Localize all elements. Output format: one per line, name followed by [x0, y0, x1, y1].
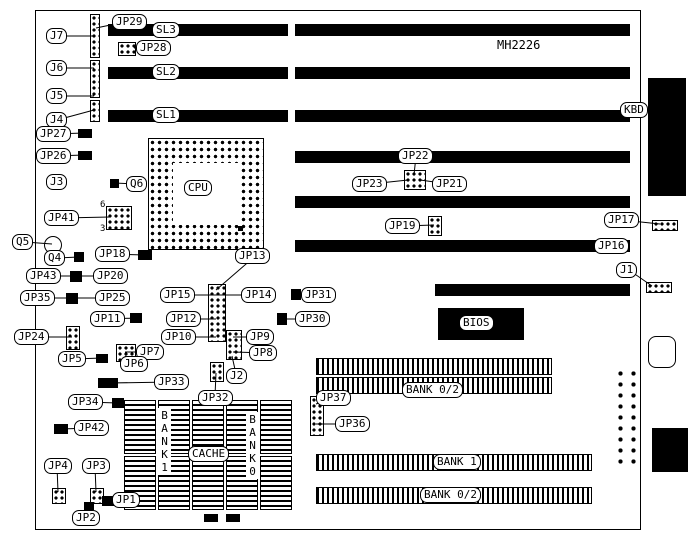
simm-socket-1 [316, 358, 552, 375]
jumper-block-8 [106, 206, 132, 230]
label-jp43: JP43 [26, 268, 61, 284]
label-q4: Q4 [44, 250, 66, 266]
jumper-block-24 [646, 282, 672, 293]
label-jp26: JP26 [36, 148, 71, 164]
label-cache: CACHE [188, 446, 230, 462]
cache-chip-8 [192, 456, 224, 510]
label-jp15: JP15 [160, 287, 195, 303]
label-jp31: JP31 [301, 287, 336, 303]
label-j3: J3 [46, 174, 68, 190]
jumper-block-22 [428, 216, 442, 236]
label-bank-1: BANK 1 [433, 454, 481, 470]
text-bank1-chips: BANK1 [158, 408, 171, 475]
expansion-slot-10 [435, 284, 630, 296]
label-jp35: JP35 [20, 290, 55, 306]
cache-chip-9 [226, 456, 258, 510]
label-jp10: JP10 [161, 329, 196, 345]
jumper-block-35 [226, 514, 240, 522]
jumper-block-14 [66, 326, 80, 350]
jumper-block-32 [102, 496, 114, 506]
label-kbd: KBD [620, 102, 648, 118]
label-jp4: JP4 [44, 458, 72, 474]
label-jp23: JP23 [352, 176, 387, 192]
label-jp14: JP14 [241, 287, 276, 303]
jumper-block-23 [652, 220, 678, 231]
label-jp28: JP28 [136, 40, 171, 56]
jumper-block-26 [210, 362, 224, 382]
label-jp25: JP25 [95, 290, 130, 306]
label-j1: J1 [616, 262, 638, 278]
label-jp34: JP34 [68, 394, 103, 410]
expansion-slot-5 [295, 67, 630, 79]
label-jp41: JP41 [44, 210, 79, 226]
label-jp27: JP27 [36, 126, 71, 142]
jumper-block-15 [208, 284, 226, 342]
jumper-block-27 [310, 396, 324, 436]
label-jp22: JP22 [398, 148, 433, 164]
text-jp41-pin-3: 3 [100, 224, 106, 234]
label-jp9: JP9 [246, 329, 274, 345]
label-sl1: SL1 [152, 107, 180, 123]
expansion-slot-7 [295, 151, 630, 163]
label-j7: J7 [46, 28, 68, 44]
cache-chip-5 [260, 400, 292, 454]
pin1-marker [238, 226, 243, 231]
label-jp18: JP18 [95, 246, 130, 262]
label-jp5: JP5 [58, 351, 86, 367]
label-jp32: JP32 [198, 390, 233, 406]
label-jp11: JP11 [90, 311, 125, 327]
label-j2: J2 [226, 368, 248, 384]
label-bios: BIOS [459, 315, 494, 331]
label-jp3: JP3 [82, 458, 110, 474]
keyboard-connector [648, 78, 686, 196]
power-connector [652, 428, 688, 472]
label-jp20: JP20 [93, 268, 128, 284]
component-outline [648, 336, 676, 368]
jumper-block-30 [52, 488, 66, 504]
label-sl3: SL3 [152, 22, 180, 38]
label-jp33: JP33 [154, 374, 189, 390]
label-j6: J6 [46, 60, 68, 76]
label-bank-0-2-lower: BANK 0/2 [420, 487, 481, 503]
text-model-number: MH2226 [497, 38, 541, 52]
text-jp41-pin-6: 6 [100, 200, 106, 210]
label-jp6: JP6 [120, 356, 148, 372]
label-jp21: JP21 [432, 176, 467, 192]
label-jp24: JP24 [14, 329, 49, 345]
label-q6: Q6 [126, 176, 148, 192]
cache-chip-10 [260, 456, 292, 510]
label-jp12: JP12 [166, 311, 201, 327]
cache-chip-1 [124, 400, 156, 454]
expansion-slot-6 [295, 110, 630, 122]
jumper-block-2 [90, 60, 100, 98]
expansion-slot-8 [295, 196, 630, 208]
label-jp2: JP2 [72, 510, 100, 526]
label-jp19: JP19 [385, 218, 420, 234]
label-sl2: SL2 [152, 64, 180, 80]
jumper-block-34 [204, 514, 218, 522]
label-jp13: JP13 [235, 248, 270, 264]
label-jp1: JP1 [112, 492, 140, 508]
jumper-block-4 [118, 42, 136, 56]
label-jp36: JP36 [335, 416, 370, 432]
label-jp30: JP30 [295, 311, 330, 327]
label-jp17: JP17 [604, 212, 639, 228]
text-bank0-chips: BANK0 [246, 412, 259, 479]
label-jp8: JP8 [249, 345, 277, 361]
expansion-slot-9 [295, 240, 630, 252]
label-bank-0-2-upper: BANK 0/2 [402, 382, 463, 398]
label-q5: Q5 [12, 234, 34, 250]
expansion-slot-4 [295, 24, 630, 36]
label-jp16: JP16 [594, 238, 629, 254]
label-cpu: CPU [184, 180, 212, 196]
label-jp42: JP42 [74, 420, 109, 436]
label-jp29: JP29 [112, 14, 147, 30]
label-j5: J5 [46, 88, 68, 104]
label-jp37: JP37 [316, 390, 351, 406]
edge-pin-header [614, 368, 640, 464]
